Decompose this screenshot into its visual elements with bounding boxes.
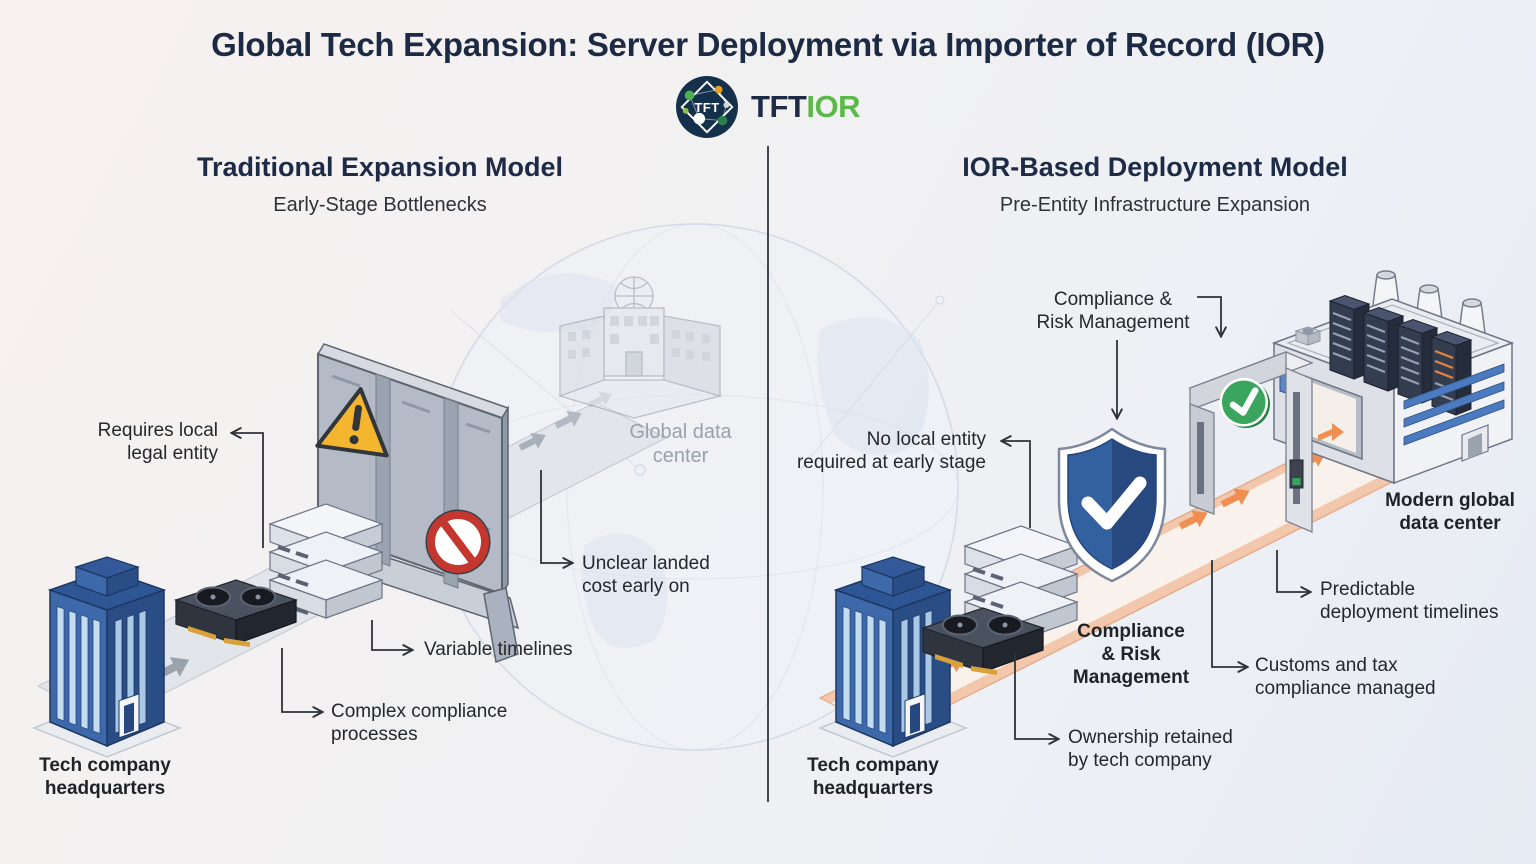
server-gpu-stack-illustration [173,503,384,647]
faded-datacenter-illustration [557,276,723,419]
left-panel-heading: Traditional Expansion Model [196,152,564,182]
network-globe-logo-icon: TFT [676,76,739,138]
label-unclear-landed-cost: Unclear landed cost early on [582,553,710,597]
brand-logo: TFT TFTIOR [0,76,1536,138]
connector-requires-local [232,433,264,548]
page-title: Global Tech Expansion: Server Deployment… [211,26,1325,63]
label-predictable-timelines: Predictable deployment timelines [1320,579,1499,623]
label-left-hq: Tech company headquarters [39,755,171,799]
shield-check-icon [1057,427,1167,583]
connector-ownership [1014,653,1058,739]
check-mark [1081,476,1147,530]
right-panel-subheading: Pre-Entity Infrastructure Expansion [999,194,1311,216]
green-check-badge-icon [1219,378,1270,428]
roof-vent [1294,326,1322,346]
brand-wordmark-dark: TFT [751,89,807,124]
label-modern-data-center: Modern global data center [1385,490,1515,534]
right-panel-heading: IOR-Based Deployment Model [962,152,1348,182]
label-ownership-retained: Ownership retained by tech company [1068,727,1233,771]
left-panel-subheading: Early-Stage Bottlenecks [273,194,487,216]
brand-wordmark: TFTIOR [751,89,860,125]
logo-badge-text: TFT [694,99,720,115]
no-entry-icon [425,509,491,575]
orange-flow-arrow-icon [1318,423,1344,441]
connector-unclear-cost [540,470,572,563]
panel-divider [767,146,769,802]
connector-customs [1211,560,1247,667]
label-right-hq: Tech company headquarters [807,755,939,799]
label-complex-compliance: Complex compliance processes [331,701,508,745]
warning-triangle-icon [315,387,389,458]
label-variable-timelines: Variable timelines [424,639,573,660]
label-global-data-center: Global data center [629,421,732,467]
label-compliance-risk-top: Compliance & Risk Management [1036,289,1190,333]
hq-building-illustration [32,556,182,758]
brand-wordmark-green: IOR [806,89,860,124]
badge-reader [1289,459,1304,489]
label-customs-tax: Customs and tax compliance managed [1255,655,1436,699]
label-shield-compliance: Compliance & Risk Management [1072,621,1190,688]
connector-variable-timelines [371,620,412,650]
window-stripes [1403,363,1505,446]
label-no-local-entity: No local entity required at early stage [796,429,986,473]
connector-compliance-to-gate [1197,296,1221,336]
label-requires-local-entity: Requires local legal entity [97,420,218,464]
connector-predictable [1276,550,1310,592]
gate-check-icon [1188,351,1314,533]
gpu-card-illustration [173,579,299,647]
server-gpu-stack-illustration [920,525,1079,675]
connector-no-local-entity [1002,441,1031,528]
connector-complex-compliance [281,648,322,712]
gpu-card-illustration [920,607,1046,675]
